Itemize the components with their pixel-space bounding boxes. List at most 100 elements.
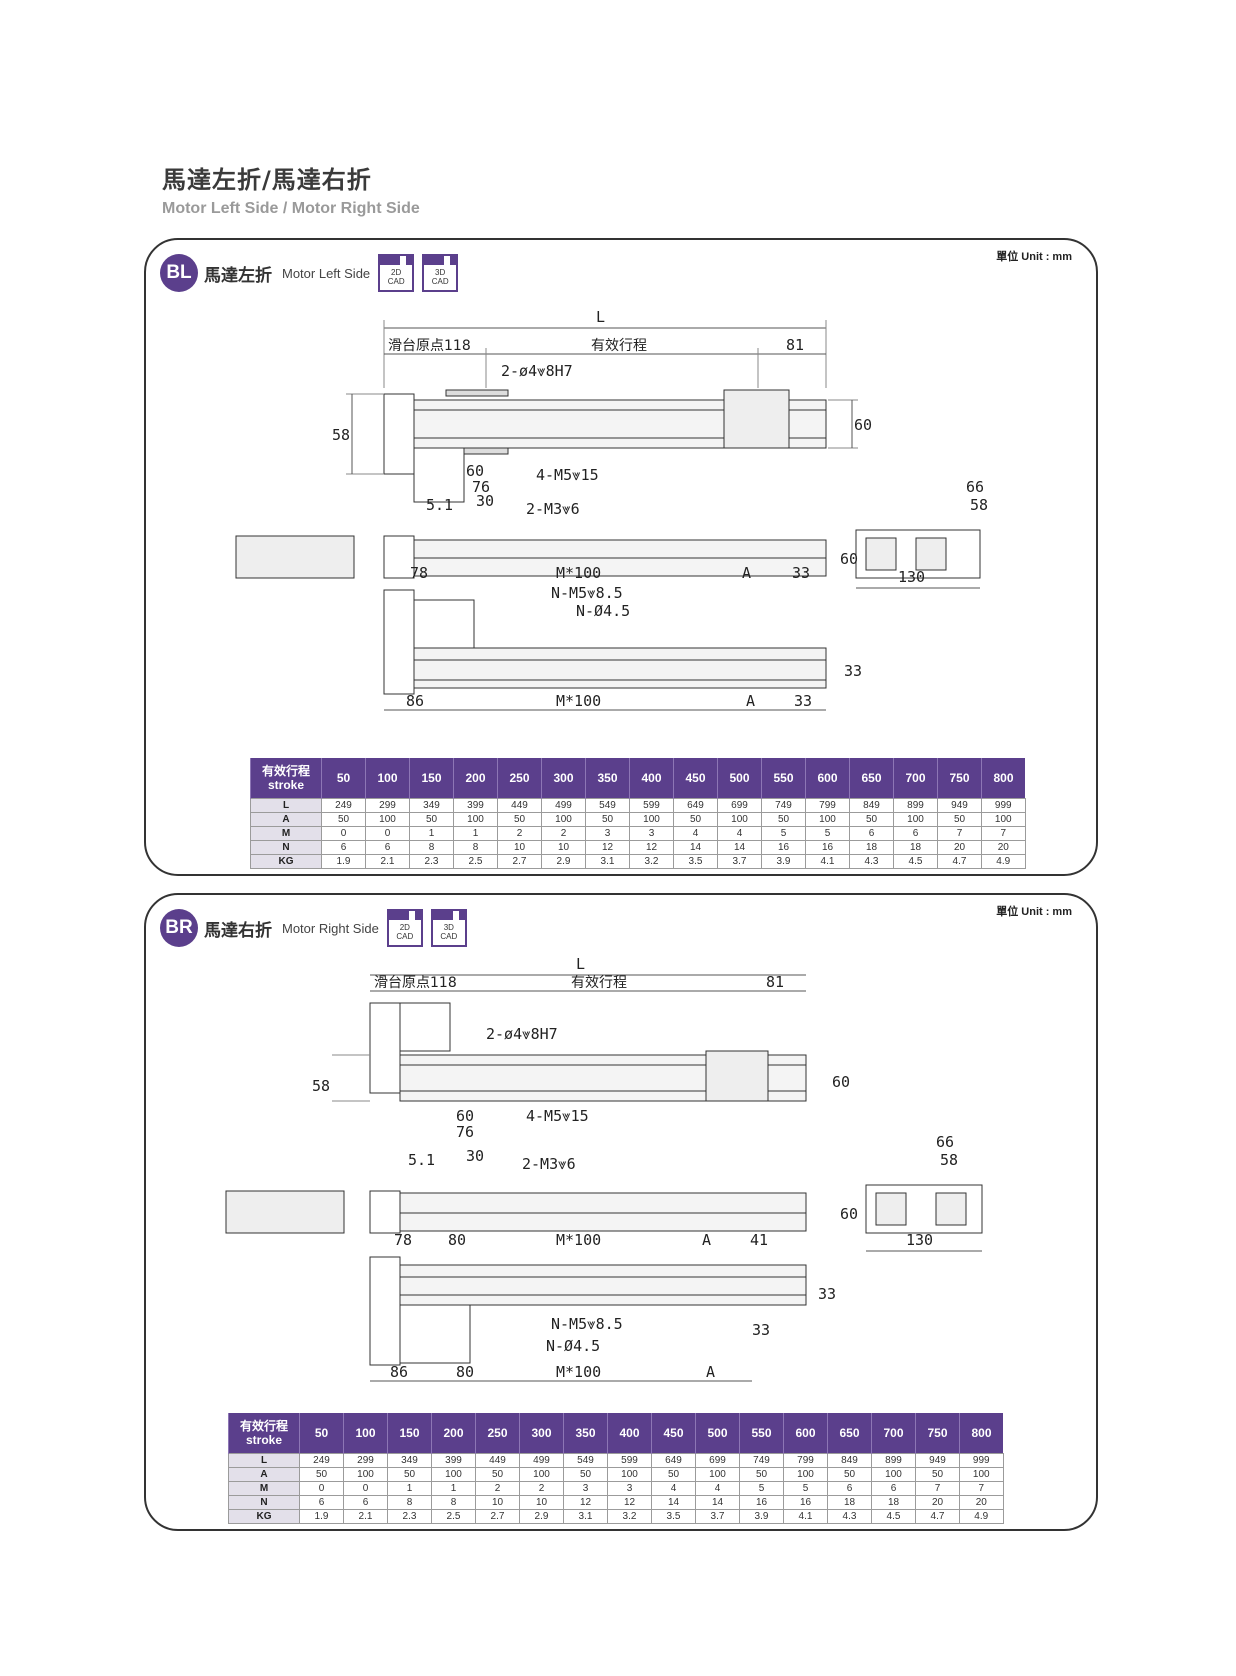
table-cell: 7	[959, 1481, 1004, 1496]
table-cell: 50	[387, 1467, 432, 1482]
table-cell: 5	[805, 826, 850, 841]
stroke-column-header: 100	[365, 758, 410, 799]
table-cell: 449	[475, 1453, 520, 1468]
table-cell: 749	[761, 798, 806, 813]
table-cell: 8	[431, 1495, 476, 1510]
dim-tap4: 4-M5⩔15	[536, 466, 599, 484]
table-cell: 799	[783, 1453, 828, 1468]
dim-33: 33	[818, 1285, 836, 1303]
table-cell: 12	[629, 840, 674, 855]
table-cell: 4.1	[783, 1509, 828, 1524]
table-cell: 799	[805, 798, 850, 813]
table-cell: 100	[453, 812, 498, 827]
stroke-column-header: 300	[519, 1413, 564, 1454]
table-cell: 50	[563, 1467, 608, 1482]
dim-m100b: M*100	[556, 692, 601, 710]
row-label: N	[250, 840, 322, 855]
table-cell: 100	[365, 812, 410, 827]
table-cell: 2	[519, 1481, 564, 1496]
dim-60: 60	[854, 416, 872, 434]
dim-80b: 80	[456, 1363, 474, 1381]
table-cell: 6	[871, 1481, 916, 1496]
table-cell: 3.1	[585, 854, 630, 869]
table-cell: 899	[871, 1453, 916, 1468]
dim-86: 86	[406, 692, 424, 710]
table-cell: 6	[849, 826, 894, 841]
row-label: M	[250, 826, 322, 841]
technical-drawing-bl: L 滑台原点118 有效行程 81 2-ø4⩔8H7 58 60 4-M5⩔1	[146, 240, 1096, 840]
table-cell: 749	[739, 1453, 784, 1468]
dim-tap2: 2-M3⩔6	[522, 1155, 576, 1173]
stroke-column-header: 400	[607, 1413, 652, 1454]
table-cell: 349	[409, 798, 454, 813]
table-cell: 1.9	[299, 1509, 344, 1524]
table-cell: 599	[629, 798, 674, 813]
table-cell: 299	[343, 1453, 388, 1468]
dim-ab: A	[746, 692, 755, 710]
row-label: A	[250, 812, 322, 827]
table-cell: 699	[695, 1453, 740, 1468]
table-cell: 10	[497, 840, 542, 855]
table-cell: 0	[299, 1481, 344, 1496]
stroke-column-header: 500	[717, 758, 762, 799]
stroke-column-header: 150	[387, 1413, 432, 1454]
table-cell: 50	[299, 1467, 344, 1482]
stroke-column-header: 350	[585, 758, 630, 799]
table-cell: 449	[497, 798, 542, 813]
table-cell: 20	[937, 840, 982, 855]
dim-60a: 60	[456, 1107, 474, 1125]
table-cell: 50	[475, 1467, 520, 1482]
table-cell: 18	[893, 840, 938, 855]
table-cell: 4.3	[849, 854, 894, 869]
table-cell: 7	[915, 1481, 960, 1496]
table-cell: 10	[475, 1495, 520, 1510]
dim-80: 80	[448, 1231, 466, 1249]
table-cell: 499	[541, 798, 586, 813]
stroke-column-header: 550	[739, 1413, 784, 1454]
table-cell: 3.7	[717, 854, 762, 869]
table-cell: 12	[563, 1495, 608, 1510]
dim-l: L	[576, 955, 585, 973]
table-cell: 6	[827, 1481, 872, 1496]
table-cell: 5	[783, 1481, 828, 1496]
dim-n45: N-Ø4.5	[576, 602, 630, 620]
dim-58b: 58	[970, 496, 988, 514]
table-cell: 50	[827, 1467, 872, 1482]
dim-origin: 滑台原点118	[388, 337, 471, 354]
table-cell: 12	[585, 840, 630, 855]
table-cell: 3.5	[673, 854, 718, 869]
dim-130: 130	[898, 568, 925, 586]
table-cell: 100	[607, 1467, 652, 1482]
table-cell: 849	[849, 798, 894, 813]
table-cell: 6	[321, 840, 366, 855]
table-cell: 100	[783, 1467, 828, 1482]
table-cell: 5	[761, 826, 806, 841]
table-cell: 100	[431, 1467, 476, 1482]
table-cell: 16	[805, 840, 850, 855]
table-cell: 249	[299, 1453, 344, 1468]
table-cell: 999	[981, 798, 1026, 813]
dim-5-1: 5.1	[408, 1151, 435, 1169]
stroke-column-header: 450	[651, 1413, 696, 1454]
table-cell: 7	[981, 826, 1026, 841]
table-cell: 3.9	[761, 854, 806, 869]
dim-33b: 33	[752, 1321, 770, 1339]
row-label: A	[228, 1467, 300, 1482]
table-cell: 249	[321, 798, 366, 813]
table-cell: 949	[915, 1453, 960, 1468]
table-cell: 50	[321, 812, 366, 827]
dim-78: 78	[410, 564, 428, 582]
